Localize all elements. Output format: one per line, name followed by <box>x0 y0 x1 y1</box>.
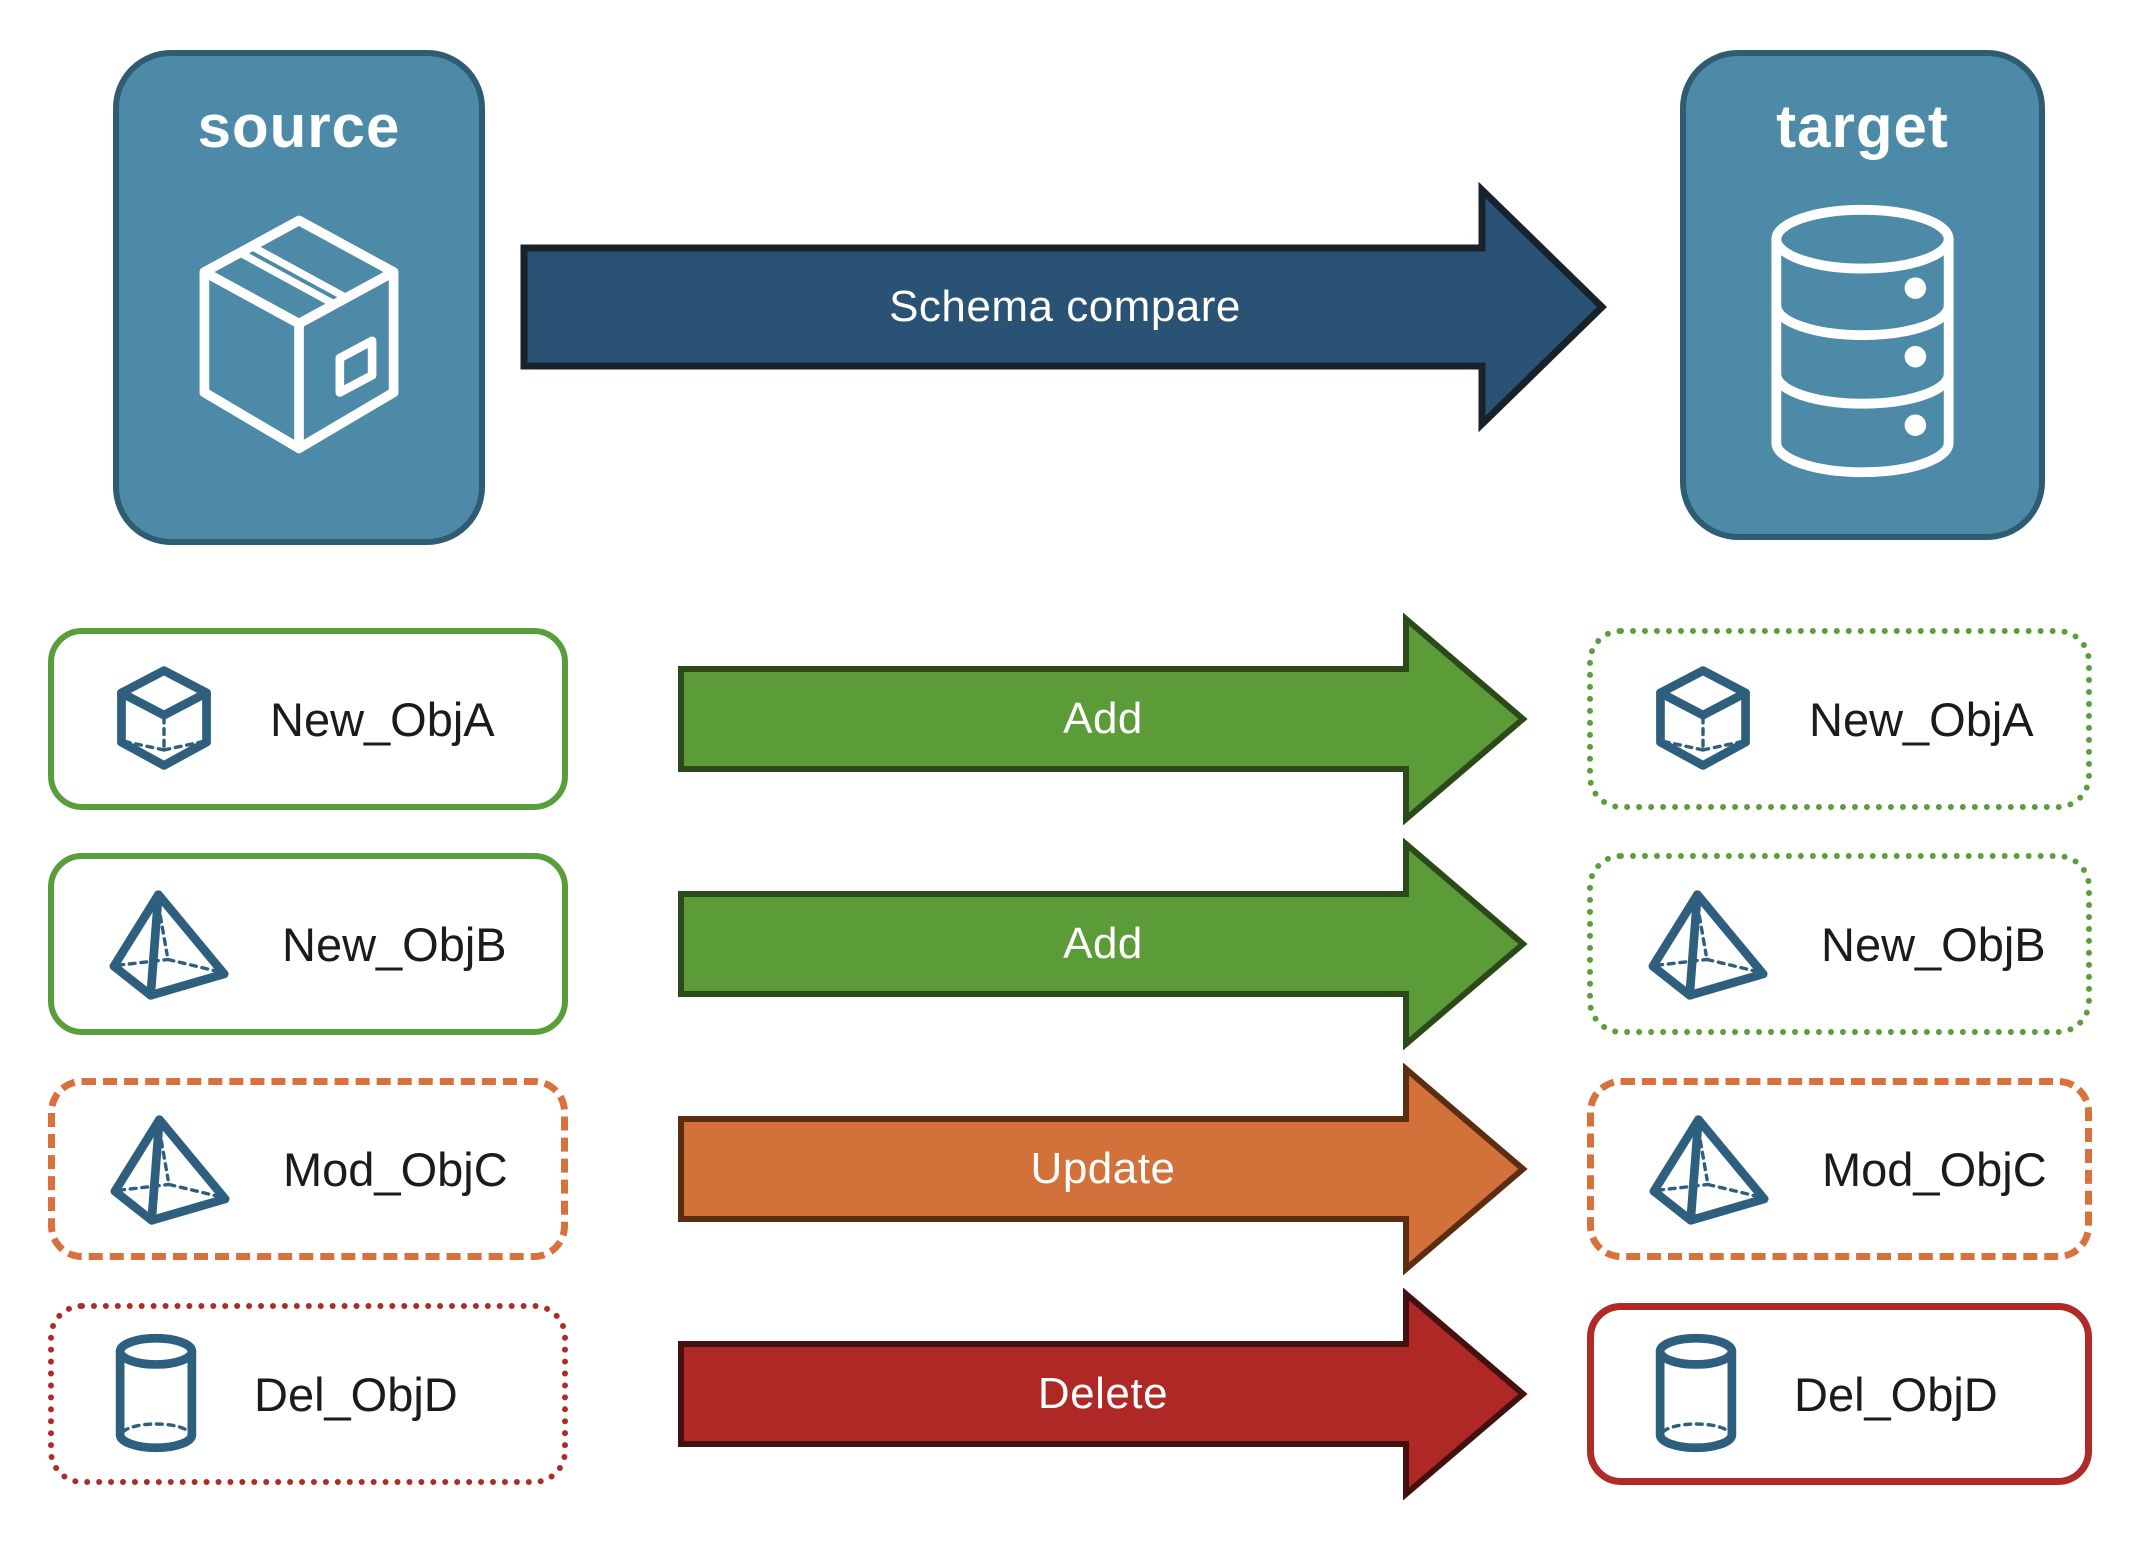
add-arrow-objb: Add <box>678 838 1528 1050</box>
object-label: New_ObjB <box>1821 917 2046 971</box>
package-icon <box>170 161 428 539</box>
object-label: New_ObjB <box>282 917 507 971</box>
object-label: Del_ObjD <box>254 1367 458 1421</box>
target-card-del-objd: Del_ObjD <box>1587 1303 2092 1485</box>
pyramid-icon <box>107 1110 235 1228</box>
pyramid-icon <box>1646 1110 1774 1228</box>
cylinder-icon <box>1646 1331 1746 1457</box>
pyramid-icon <box>1645 885 1773 1003</box>
object-label: New_ObjA <box>1809 692 2034 746</box>
update-arrow-objc: Update <box>678 1063 1528 1275</box>
source-panel-title: source <box>197 93 401 160</box>
cube-icon <box>1645 661 1761 777</box>
object-label: Del_ObjD <box>1794 1367 1998 1421</box>
object-label: Mod_ObjC <box>283 1142 508 1196</box>
target-card-new-obja: New_ObjA <box>1587 628 2092 810</box>
delete-arrow-objd: Delete <box>678 1288 1528 1500</box>
object-label: New_ObjA <box>270 692 495 746</box>
source-card-new-objb: New_ObjB <box>48 853 568 1035</box>
source-card-del-objd: Del_ObjD <box>48 1303 568 1485</box>
target-panel: target <box>1680 50 2045 540</box>
schema-compare-arrow: Schema compare <box>520 182 1610 432</box>
source-panel: source <box>113 50 485 545</box>
source-card-mod-objc: Mod_ObjC <box>48 1078 568 1260</box>
cube-icon <box>106 661 222 777</box>
object-label: Mod_ObjC <box>1822 1142 2047 1196</box>
target-card-mod-objc: Mod_ObjC <box>1587 1078 2092 1260</box>
target-card-new-objb: New_ObjB <box>1587 853 2092 1035</box>
add-arrow-obja: Add <box>678 613 1528 825</box>
database-icon <box>1745 161 1980 534</box>
target-panel-title: target <box>1776 93 1949 160</box>
source-card-new-obja: New_ObjA <box>48 628 568 810</box>
pyramid-icon <box>106 885 234 1003</box>
cylinder-icon <box>106 1331 206 1457</box>
